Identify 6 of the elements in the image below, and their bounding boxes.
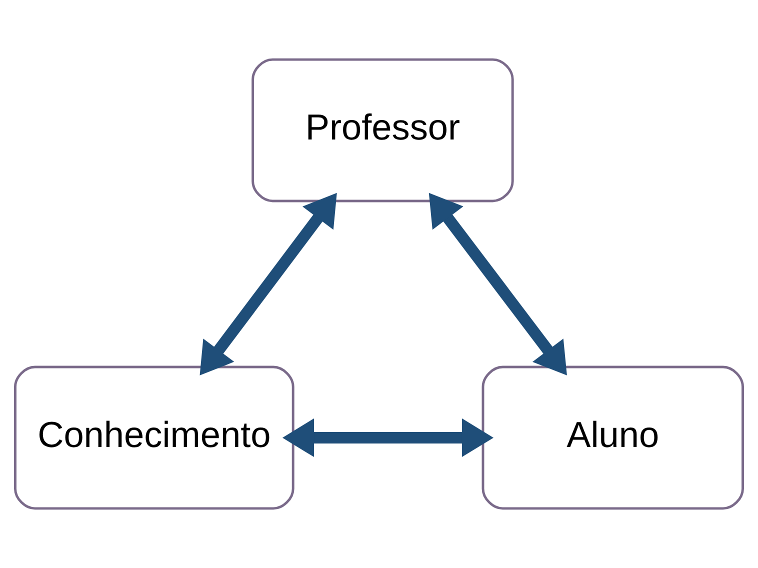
arrow [428, 192, 567, 376]
arrow [200, 192, 337, 376]
arrow [282, 418, 494, 458]
node-box: Conhecimento [14, 366, 294, 510]
node-box: Aluno [482, 366, 744, 510]
node-box: Professor [252, 58, 514, 202]
